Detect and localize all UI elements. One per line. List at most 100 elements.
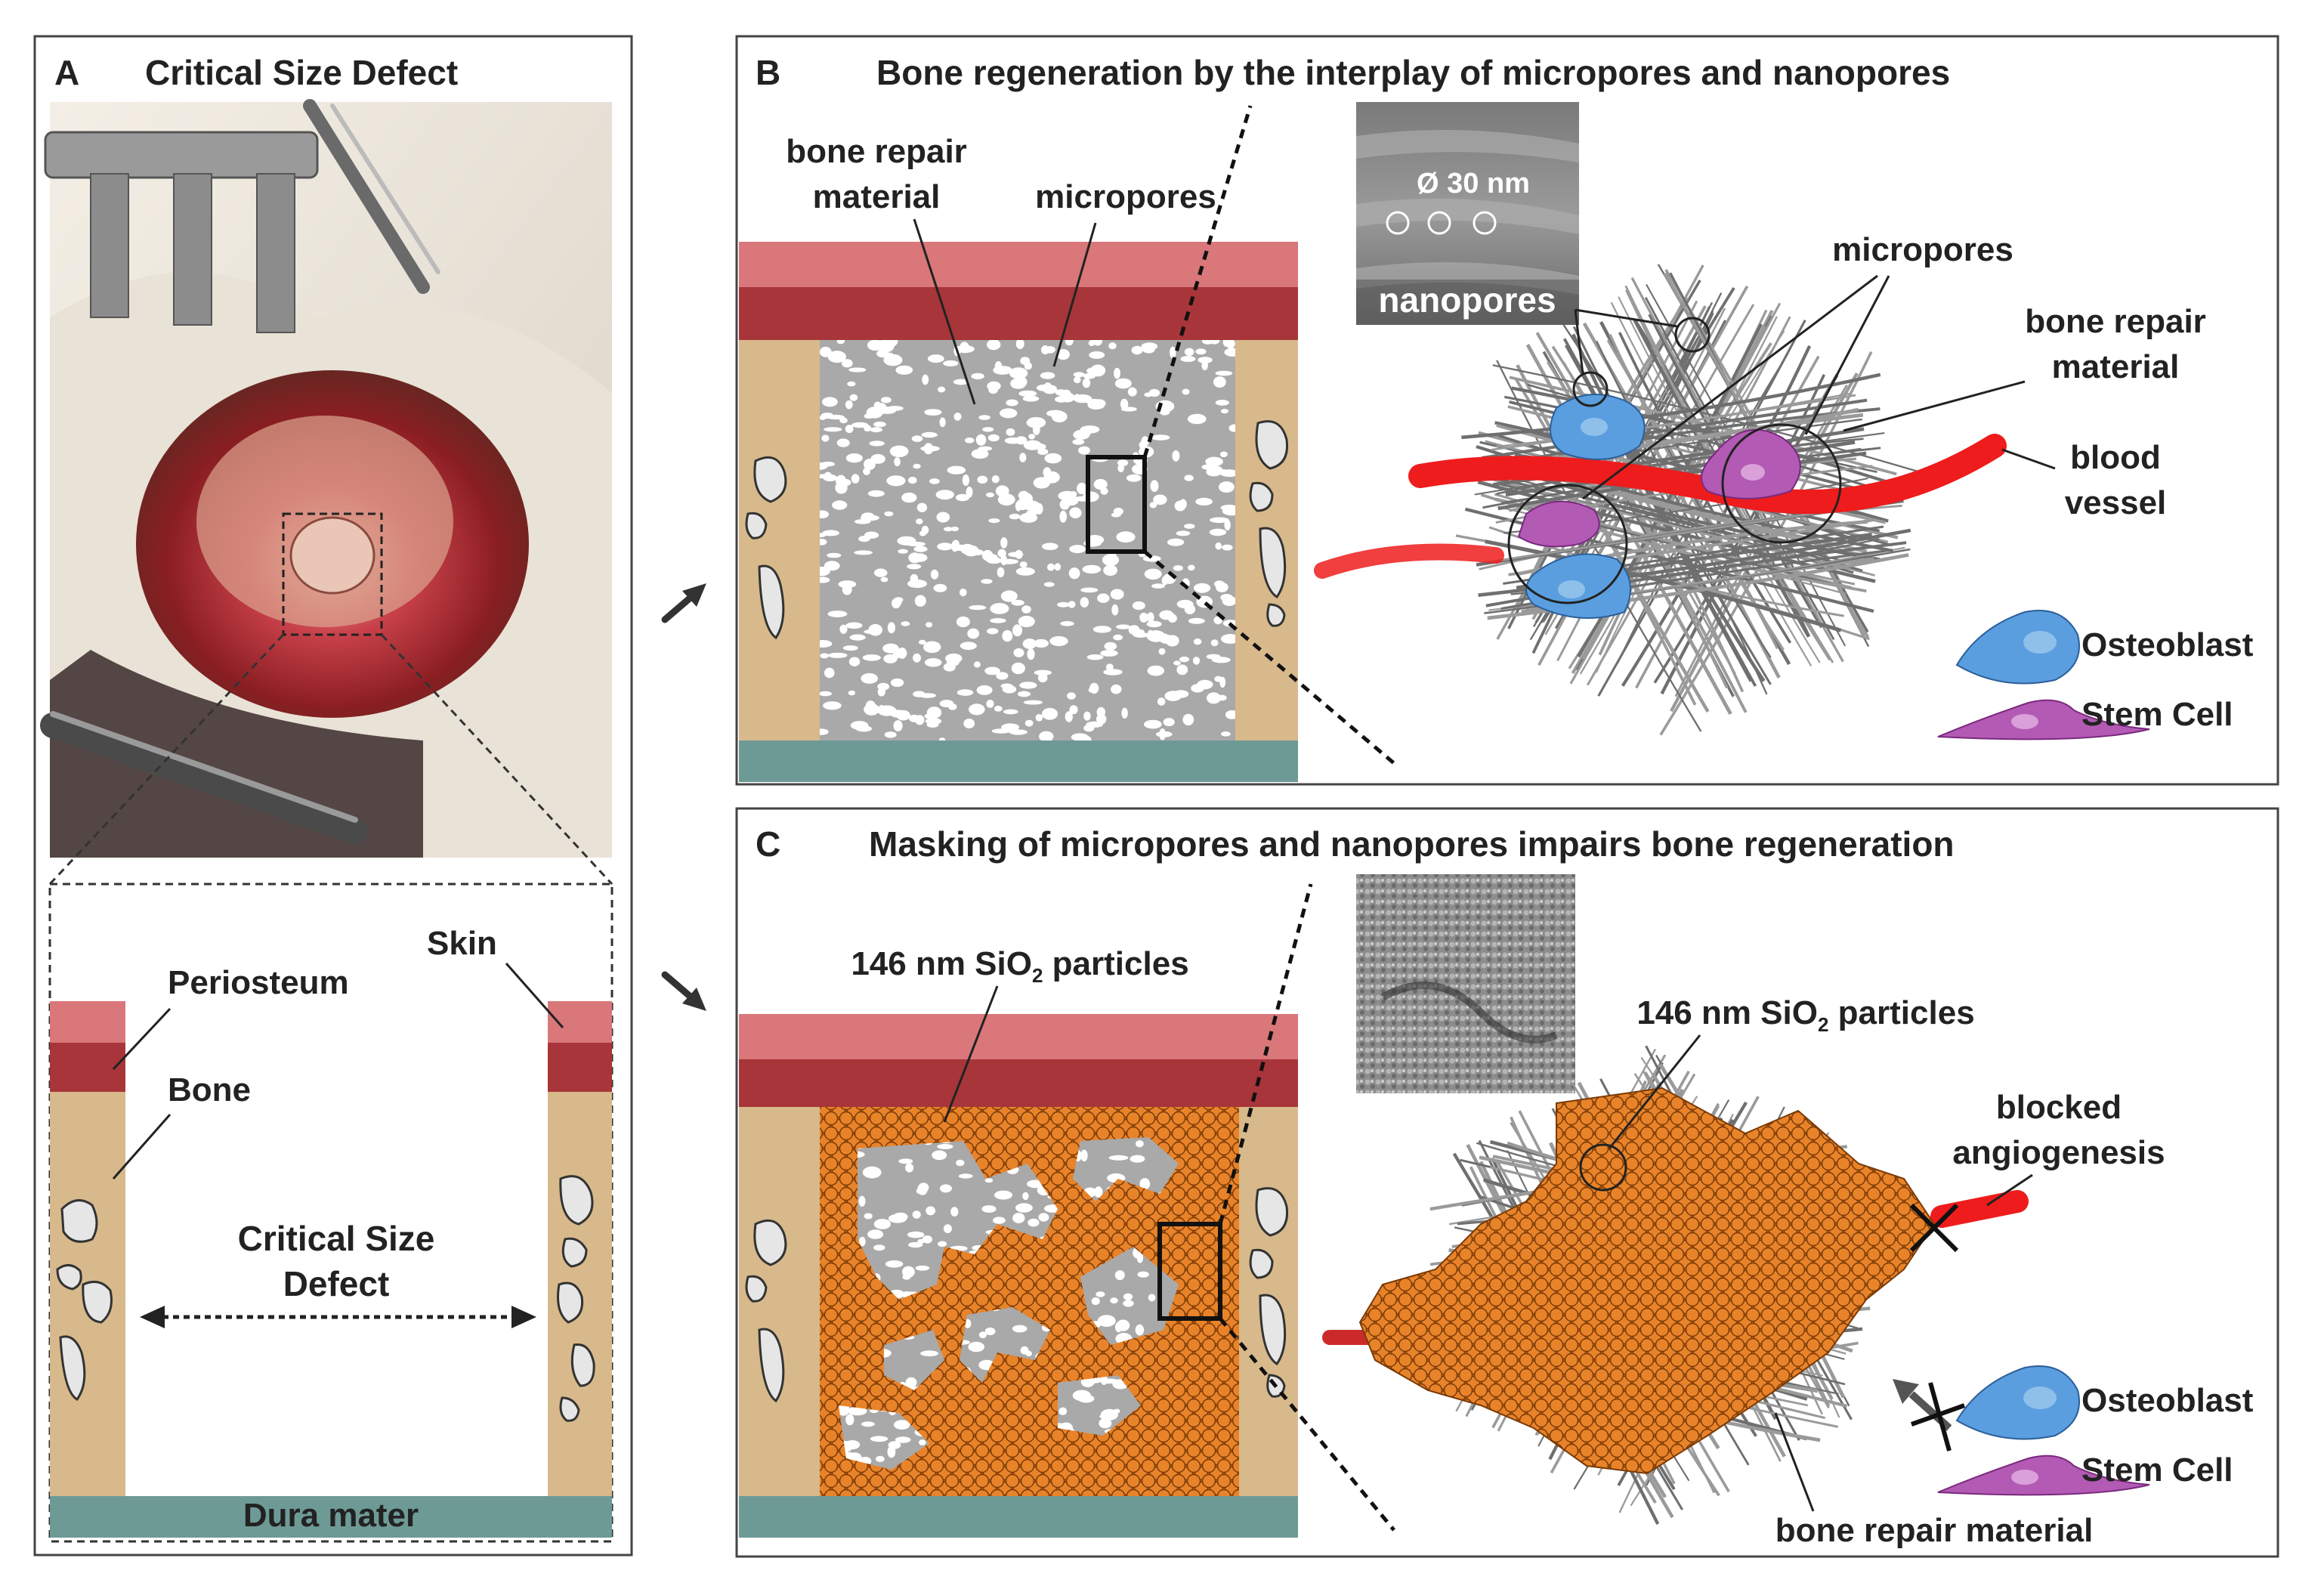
micropore: [994, 1190, 1012, 1200]
label-blood-2: vessel: [2065, 484, 2167, 521]
micropore: [1157, 697, 1166, 706]
micropore: [905, 1163, 914, 1173]
micropore: [1019, 561, 1028, 568]
micropore: [977, 475, 988, 484]
micropore: [820, 510, 830, 518]
micropore: [1019, 682, 1037, 689]
micropore: [901, 492, 917, 503]
micropore: [1088, 687, 1098, 693]
micropore: [1113, 507, 1123, 515]
micropore: [1100, 650, 1118, 657]
micropore: [958, 1173, 973, 1179]
micropore: [956, 689, 974, 696]
micropore: [842, 645, 858, 651]
micropore: [1086, 654, 1104, 660]
micropore: [939, 417, 946, 428]
micropore: [1074, 376, 1081, 384]
micropore: [1147, 665, 1165, 676]
micropore: [1018, 615, 1035, 628]
micropore: [907, 564, 922, 570]
micropore: [820, 577, 830, 583]
micropore: [837, 1403, 850, 1416]
micropore: [953, 413, 962, 421]
micropore: [910, 573, 919, 583]
micropore: [987, 340, 1001, 351]
micropore: [884, 731, 897, 738]
micropore: [1146, 612, 1154, 623]
micropore: [854, 550, 873, 555]
micropore: [917, 1183, 928, 1195]
micropore: [925, 718, 942, 725]
micropore: [1026, 510, 1041, 515]
micropore: [1139, 612, 1148, 623]
micropore: [1130, 1155, 1145, 1163]
micropore: [848, 367, 867, 373]
micropore: [1110, 589, 1124, 600]
micropore: [886, 475, 906, 487]
panel-c-title: Masking of micropores and nanopores impa…: [869, 824, 1955, 864]
connector-arrows: [661, 583, 706, 1011]
micropore: [848, 657, 861, 666]
micropore: [990, 603, 1009, 614]
micropore: [945, 653, 963, 663]
block-cross-vessel: [1909, 1203, 1959, 1253]
micropore: [827, 552, 842, 558]
micropore: [908, 552, 922, 564]
label-bone-repair-b-1: bone repair: [786, 133, 967, 170]
micropore: [937, 1144, 953, 1149]
micropore: [939, 1184, 952, 1193]
micropore: [1041, 345, 1049, 354]
micropore: [889, 445, 909, 458]
micropore: [1151, 434, 1170, 441]
micropore: [1068, 601, 1076, 608]
micropore: [987, 628, 999, 635]
micropore: [870, 453, 885, 464]
legend-stem-cell-icon: [1937, 699, 2150, 740]
micropore: [827, 652, 848, 658]
micropore: [880, 577, 888, 583]
micropore: [922, 1235, 932, 1244]
micropore: [1012, 1213, 1025, 1223]
micropore: [1110, 1297, 1118, 1304]
micropore: [1184, 475, 1194, 481]
micropore: [1205, 456, 1223, 467]
micropore: [981, 1205, 997, 1213]
micropore: [1126, 474, 1142, 482]
micropore: [1086, 721, 1104, 728]
micropore: [1037, 448, 1049, 456]
micropore: [1218, 481, 1235, 493]
micropore: [1024, 642, 1035, 649]
micropore: [947, 465, 966, 475]
micropore: [1094, 1186, 1103, 1198]
micropore: [1035, 714, 1043, 722]
micropore: [1015, 549, 1023, 559]
micropore: [1074, 429, 1091, 437]
micropore: [887, 622, 895, 634]
micropore: [994, 706, 1003, 712]
micropore: [1195, 497, 1213, 506]
micropore: [892, 598, 902, 606]
micropore: [969, 604, 987, 611]
micropore: [926, 1206, 936, 1216]
micropore: [932, 1150, 947, 1161]
micropore: [1002, 629, 1013, 642]
micropore: [862, 1166, 882, 1179]
micropore: [984, 666, 1000, 676]
micropore: [888, 1441, 901, 1449]
micropore: [894, 1420, 910, 1430]
label-blood-1: blood: [2070, 439, 2161, 476]
panel-b-letter: B: [756, 53, 780, 92]
micropore: [1114, 378, 1132, 389]
micropore: [845, 400, 853, 410]
micropore: [1000, 590, 1018, 602]
micropore: [1146, 620, 1162, 628]
micropore: [976, 685, 993, 695]
micropore: [901, 621, 910, 626]
micropore: [1113, 634, 1123, 641]
micropore: [987, 434, 1000, 442]
legend-osteoblast-icon: [1955, 610, 2080, 685]
micropore: [1019, 453, 1027, 462]
micropore: [1149, 502, 1157, 509]
micropore: [1019, 512, 1038, 523]
micropore: [1220, 409, 1229, 414]
